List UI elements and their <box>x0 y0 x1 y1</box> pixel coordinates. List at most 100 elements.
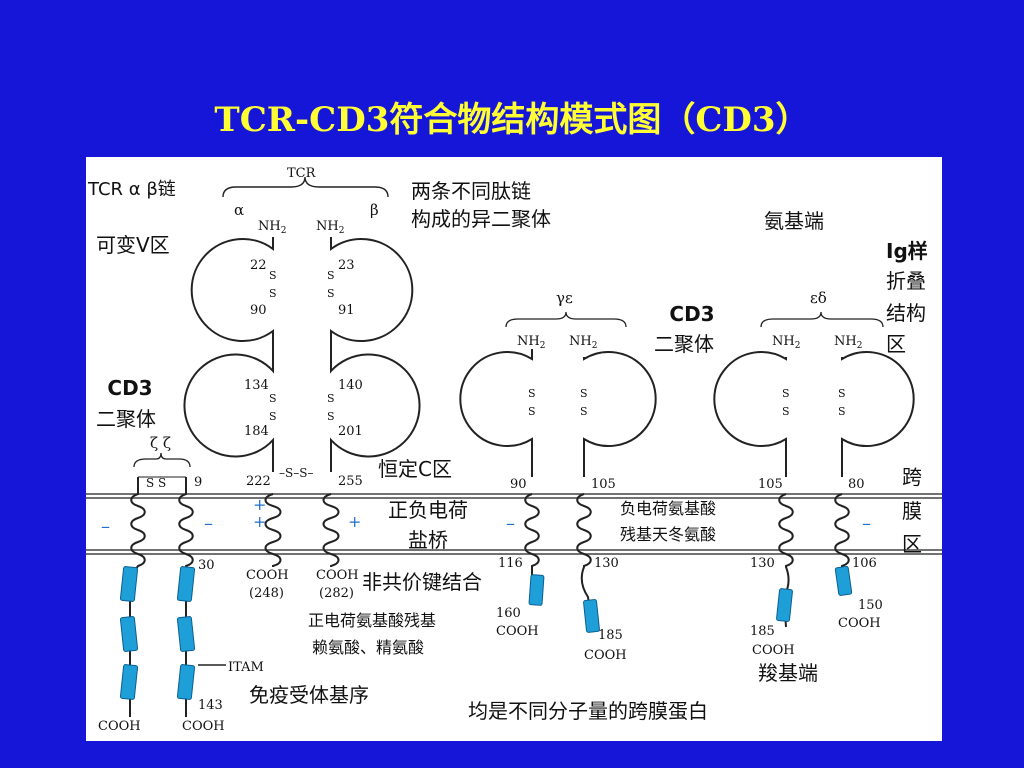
tcr-alpha-v-domain <box>190 237 274 357</box>
gamma-epsilon-itams <box>528 574 600 633</box>
gamma-s1: S <box>528 387 536 400</box>
epsilon-res-130: 130 <box>594 556 619 571</box>
cell-membrane <box>86 493 942 555</box>
delta-cooh: COOH <box>838 616 881 631</box>
epsilon-s1: S <box>580 387 588 400</box>
cd3-dimer-mid-line2: 二聚体 <box>654 332 714 356</box>
epsilon-nh2: NH2 <box>569 334 597 351</box>
zeta-res-9: 9 <box>194 475 202 490</box>
zeta-right-itam-1 <box>176 566 196 602</box>
cd3-dimer-mid-line1: CD3 <box>669 302 715 326</box>
tcr-beta-c-s1: S <box>327 392 335 405</box>
zeta-minus-right: – <box>204 513 213 534</box>
gamma-res-90: 90 <box>510 477 527 492</box>
delta-res-150: 150 <box>858 598 883 613</box>
cd3-zeta-zeta-dimer <box>129 452 226 717</box>
gamma-epsilon-disulfides: S S S S <box>528 387 588 418</box>
epsilon2-s1: S <box>782 387 790 400</box>
gamma-epsilon-labels: γε NH2 NH2 90 105 116 130 160 COOH 185 C… <box>496 289 627 663</box>
ig-fold-label-line3: 结构 <box>886 301 926 325</box>
tcr-beta-c-s2: S <box>327 410 335 423</box>
tcr-alpha-res-222: 222 <box>246 474 271 489</box>
heterodimer-label-line1: 两条不同肽链 <box>411 179 531 203</box>
transmembrane-line1: 跨 <box>902 465 922 489</box>
epsilon-itam <box>583 599 600 633</box>
epsilon2-s2: S <box>782 405 790 418</box>
zeta-right-itam-3 <box>176 664 196 700</box>
epsilon-s2: S <box>580 405 588 418</box>
gamma-tm-helix <box>524 493 540 598</box>
constant-c-region-label: 恒定C区 <box>378 457 452 481</box>
tcr-beta-length: (282) <box>319 586 354 601</box>
epsilon2-tm-helix <box>778 493 794 628</box>
tcr-beta-res-23: 23 <box>338 258 355 273</box>
tcr-alpha-res-134: 134 <box>244 378 269 393</box>
epsilon-delta-itams <box>776 565 853 622</box>
tcr-cd3-diagram: TCR α β NH2 NH2 22 90 134 184 222 23 91 … <box>86 166 942 734</box>
epsilon-res-185: 185 <box>598 628 623 643</box>
delta-res-106: 106 <box>852 556 877 571</box>
epsilon-res-105: 105 <box>591 477 616 492</box>
zeta-minus-left: – <box>101 516 110 537</box>
cd3-gamma-epsilon-dimer <box>459 311 657 628</box>
zeta-left-itam-3 <box>119 664 139 700</box>
transmembrane-line3: 区 <box>902 532 922 556</box>
epsilon2-itam <box>776 588 793 622</box>
zeta-left-cooh: COOH <box>98 719 141 734</box>
gamma-cooh: COOH <box>496 624 539 639</box>
carboxyl-terminal-label: 羧基端 <box>758 661 818 685</box>
tcr-alpha-plus-2: + <box>253 512 266 531</box>
tcr-beta-tm-helix <box>322 493 340 567</box>
tcr-alpha-plus-1: + <box>253 495 266 514</box>
tcr-beta-res-140: 140 <box>338 378 363 393</box>
cd3-epsilon-delta-dimer <box>713 311 915 628</box>
salt-bridge-line1: 正负电荷 <box>388 498 468 522</box>
tcr-alpha-c-domain <box>183 353 274 472</box>
tcr-alpha-c-s1: S <box>269 392 277 405</box>
zeta-left-chain <box>129 477 146 717</box>
zeta-right-cooh: COOH <box>182 719 225 734</box>
tcr-labels: TCR α β NH2 NH2 22 90 134 184 222 23 91 … <box>234 166 379 601</box>
epsilon-delta-label: εδ <box>810 289 827 307</box>
tcr-beta-nh2: NH2 <box>316 219 344 236</box>
epsilon2-res-105: 105 <box>758 477 783 492</box>
diagram-panel: TCR α β NH2 NH2 22 90 134 184 222 23 91 … <box>86 157 942 741</box>
delta-s1: S <box>838 387 846 400</box>
itam-motif-label: 免疫受体基序 <box>249 683 369 707</box>
gamma-epsilon-label: γε <box>556 289 573 307</box>
tcr-beta-res-91: 91 <box>338 303 355 318</box>
amino-terminal-label: 氨基端 <box>764 209 824 233</box>
positive-residue-line1: 正电荷氨基酸残基 <box>308 611 437 630</box>
tcr-alpha-length: (248) <box>249 586 284 601</box>
ig-fold-label-line4: 区 <box>886 332 906 356</box>
variable-v-region-label: 可变V区 <box>96 233 170 257</box>
tcr-alpha-res-22: 22 <box>250 258 267 273</box>
positive-residue-line2: 赖氨酸、精氨酸 <box>312 638 425 657</box>
tcr-alpha-cooh: COOH <box>246 568 289 583</box>
transmembrane-line2: 膜 <box>902 499 922 523</box>
noncovalent-label: 非共价键结合 <box>362 570 482 594</box>
tcr-beta-c-domain <box>330 353 421 472</box>
tcr-alpha-v-s2: S <box>269 287 277 300</box>
tcr-bracket-label: TCR <box>287 166 317 181</box>
tcr-alpha-tm-helix <box>264 493 282 567</box>
cd3-dimer-left-line1: CD3 <box>107 376 153 400</box>
gamma-nh2: NH2 <box>517 334 545 351</box>
slide-title: TCR-CD3符合物结构模式图（CD3） <box>214 100 810 140</box>
delta-s2: S <box>838 405 846 418</box>
epsilon2-cooh: COOH <box>752 643 795 658</box>
delta-tm-helix <box>834 493 850 588</box>
epsilon-ig-domain <box>583 351 657 477</box>
tcr-beta-res-255: 255 <box>338 474 363 489</box>
salt-bridge-line2: 盐桥 <box>408 528 448 552</box>
gamma-itam <box>528 574 545 606</box>
gamma-res-160: 160 <box>496 606 521 621</box>
heterodimer-label-line2: 构成的异二聚体 <box>411 207 551 231</box>
zeta-right-itam-2 <box>176 616 196 652</box>
epsilon2-nh2: NH2 <box>772 334 800 351</box>
zeta-right-chain <box>178 477 194 717</box>
epsilon2-ig-domain <box>713 351 787 477</box>
ig-fold-label-line2: 折叠 <box>886 269 926 293</box>
tcr-beta-cooh: COOH <box>316 568 359 583</box>
different-mw-label: 均是不同分子量的跨膜蛋白 <box>468 699 708 723</box>
